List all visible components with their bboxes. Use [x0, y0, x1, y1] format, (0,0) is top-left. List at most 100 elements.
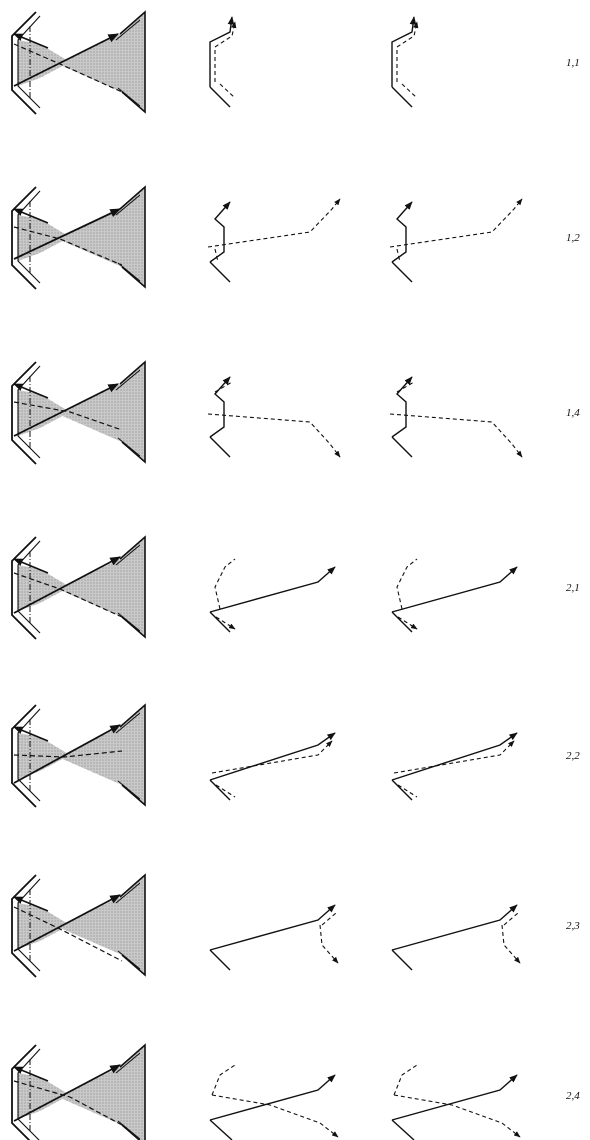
row-label: 2,1 [566, 582, 580, 594]
right-shaded-funnel [58, 1045, 145, 1140]
path-dashed-secondary [396, 381, 415, 393]
right-shaded-funnel [58, 537, 145, 637]
path-dashed-main [501, 924, 521, 964]
left-frame-outer [11, 361, 37, 465]
path-solid-main [209, 732, 336, 781]
left-shaded-wedge [18, 390, 70, 436]
path-solid-lower [391, 261, 413, 283]
path-dashed-secondary [397, 784, 418, 798]
right-frame-inner-bottom [117, 950, 141, 970]
right-shaded-funnel [58, 875, 145, 975]
rows-layer: 1,1 1,2 1,4 2,1 2,2 2,3 2,4 [11, 10, 580, 1140]
row-label: 1,2 [566, 232, 580, 244]
path-panel-right [391, 558, 518, 633]
path-solid-lower [209, 261, 231, 283]
right-frame-inner-bottom [117, 437, 141, 457]
left-frame-outer [11, 536, 37, 640]
path-panel-left [209, 732, 336, 801]
path-solid-main [209, 904, 336, 951]
right-shaded-funnel [58, 12, 145, 112]
path-dashed-main [397, 616, 418, 630]
path-solid-lower [391, 436, 413, 458]
right-frame [119, 535, 146, 639]
path-dashed-main [389, 198, 523, 248]
path-solid-main [391, 201, 413, 263]
path-dashed-secondary [211, 1064, 236, 1096]
reflected-arrow [13, 383, 49, 399]
path-solid-lower [391, 611, 413, 633]
right-frame [119, 703, 146, 807]
solid-trajectory [13, 556, 121, 614]
reflected-arrow [13, 1066, 49, 1082]
right-frame-inner-bottom [117, 87, 141, 107]
left-frame-outer [11, 1044, 37, 1140]
left-shaded-wedge [18, 565, 70, 611]
left-frame-outer [11, 704, 37, 808]
right-frame [119, 10, 146, 114]
path-dashed-secondary [215, 784, 236, 798]
path-dashed-main [214, 21, 237, 82]
path-dashed-secondary [214, 248, 219, 263]
path-panel-left [209, 904, 339, 971]
diagram-row: 1,4 [11, 360, 580, 465]
path-solid-main [391, 566, 518, 613]
path-solid-lower [209, 436, 231, 458]
right-frame [119, 873, 146, 977]
left-frame-inner [17, 1048, 41, 1140]
reflected-arrow [13, 208, 49, 224]
row-label: 2,3 [566, 920, 580, 932]
path-solid-main [391, 732, 518, 781]
left-frame-outer [11, 11, 37, 115]
path-dashed-main [211, 740, 333, 774]
dashed-trajectory [13, 1080, 123, 1126]
path-panel-left [209, 16, 237, 108]
path-dashed-secondary [396, 558, 418, 610]
path-solid-lower [209, 611, 231, 633]
path-panel-left [207, 376, 341, 458]
row-label: 2,2 [566, 750, 580, 762]
path-solid-main [391, 376, 413, 438]
path-dashed-main [389, 413, 523, 458]
right-frame-inner-bottom [117, 612, 141, 632]
diagram-row: 2,1 [11, 535, 580, 640]
diagram-row: 2,4 [11, 1043, 580, 1140]
right-frame-inner-bottom [117, 1120, 141, 1140]
right-shaded-funnel [58, 187, 145, 287]
left-frame-outer [11, 186, 37, 290]
path-dashed-secondary [503, 912, 519, 926]
left-frame-outer [11, 874, 37, 978]
path-solid-main [209, 1074, 336, 1121]
hourglass-panel [11, 1043, 146, 1140]
hourglass-panel [11, 703, 146, 808]
solid-trajectory [13, 33, 119, 87]
path-solid-lower [391, 779, 413, 801]
left-shaded-wedge [18, 1073, 70, 1119]
reflected-arrow [13, 896, 49, 912]
reflected-arrow [13, 33, 49, 49]
path-panel-right [389, 198, 523, 283]
path-solid-main [209, 201, 231, 263]
path-dashed-main [207, 198, 341, 248]
dashed-trajectory [13, 226, 123, 266]
solid-trajectory [13, 724, 121, 784]
right-frame [119, 360, 146, 464]
hourglass-panel [11, 535, 146, 640]
left-frame-inner [17, 15, 41, 109]
path-panel-left [209, 558, 336, 633]
row-label: 1,1 [566, 57, 580, 69]
right-shaded-funnel [58, 705, 145, 805]
path-dashed-secondary [393, 1064, 418, 1096]
hourglass-panel [11, 873, 146, 978]
dashed-trajectory [13, 572, 123, 618]
solid-trajectory [13, 1064, 121, 1122]
path-dashed-main [215, 616, 236, 630]
solid-trajectory [13, 208, 121, 260]
path-panel-right [391, 1064, 521, 1140]
right-frame-inner-bottom [117, 262, 141, 282]
diagram-row: 2,3 [11, 873, 580, 978]
solid-trajectory [13, 383, 119, 437]
dashed-trajectory [13, 43, 123, 93]
right-frame [119, 1043, 146, 1140]
diagram-row: 1,2 [11, 185, 580, 290]
reflected-arrow [13, 558, 49, 574]
